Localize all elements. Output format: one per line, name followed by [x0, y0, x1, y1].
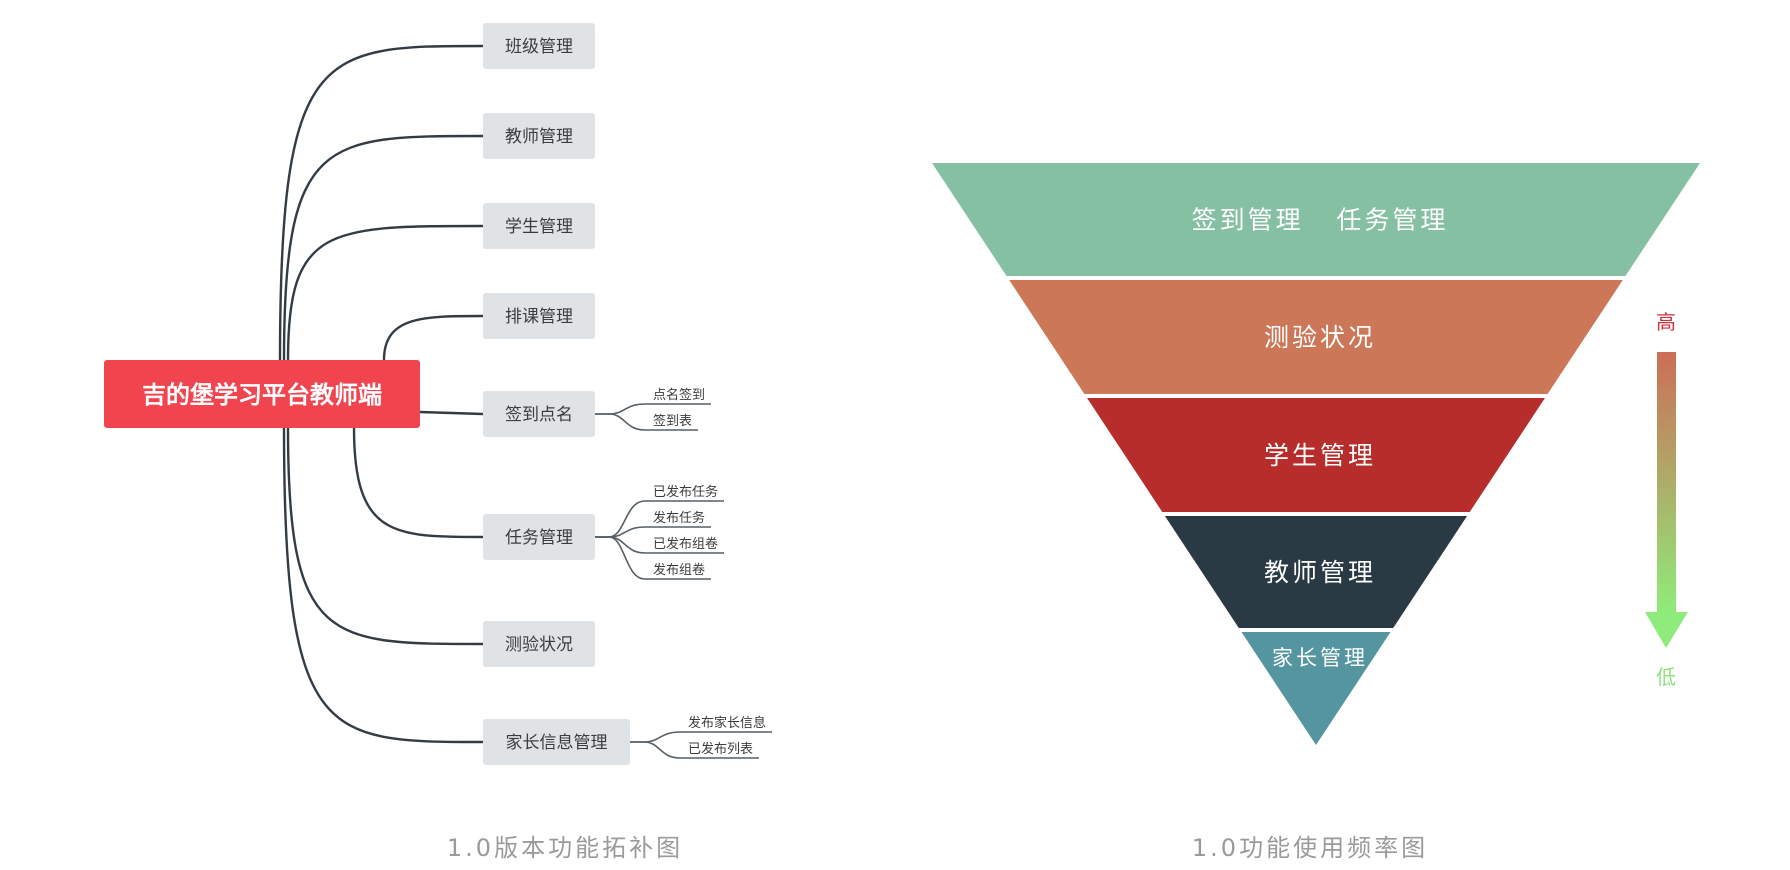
topology-caption: 1.0版本功能拓补图 — [447, 834, 683, 862]
scale-arrow-shaft — [1657, 352, 1676, 614]
module-node: 排课管理 — [483, 293, 595, 339]
leaf-connectors — [595, 403, 772, 759]
leaf-label: 已发布任务 — [653, 484, 718, 500]
leaf-line — [595, 403, 711, 415]
module-label: 测验状况 — [505, 635, 573, 655]
module-node: 签到点名 — [483, 391, 595, 437]
branch-line — [352, 427, 484, 539]
leaf-line — [595, 413, 698, 431]
root-label: 吉的堡学习平台教师端 — [142, 381, 382, 409]
leaf-label: 发布组卷 — [653, 562, 705, 578]
branch-line — [286, 427, 484, 646]
funnel-tier — [1087, 398, 1545, 512]
module-node: 教师管理 — [483, 113, 595, 159]
leaf-label: 发布任务 — [653, 510, 705, 526]
branch-connectors — [278, 44, 484, 744]
frequency-scale: 高 低 — [1645, 310, 1688, 689]
funnel-tier-label: 家长管理 — [1272, 646, 1368, 670]
scale-low-label: 低 — [1656, 665, 1676, 689]
funnel-tier-label: 测验状况 — [1264, 323, 1376, 352]
leaf-line — [630, 731, 772, 743]
module-label: 学生管理 — [505, 217, 573, 237]
funnel-tier — [1009, 280, 1623, 394]
module-node: 班级管理 — [483, 23, 595, 69]
leaf-label: 签到表 — [653, 413, 692, 429]
leaf-line — [595, 536, 711, 580]
branch-line — [278, 44, 484, 361]
module-label: 教师管理 — [505, 127, 573, 147]
module-label: 家长信息管理 — [506, 733, 608, 753]
branch-line — [286, 224, 484, 361]
module-node: 任务管理 — [483, 514, 595, 560]
leaf-label: 已发布组卷 — [653, 536, 718, 552]
funnel-tier — [1241, 632, 1391, 745]
frequency-caption: 1.0功能使用频率图 — [1192, 834, 1428, 862]
scale-arrow-head — [1645, 612, 1688, 648]
leaf-label: 发布家长信息 — [688, 715, 766, 731]
funnel-tier — [1164, 516, 1468, 628]
funnel-tier — [932, 163, 1700, 276]
leaf-line — [595, 526, 711, 538]
branch-line — [382, 314, 484, 361]
scale-high-label: 高 — [1656, 310, 1676, 334]
funnel-tier-label: 签到管理 任务管理 — [1192, 206, 1449, 235]
funnel-tier-label: 教师管理 — [1264, 558, 1376, 587]
branch-line — [282, 427, 484, 744]
leaf-label: 点名签到 — [653, 387, 705, 403]
module-node: 测验状况 — [483, 621, 595, 667]
module-node: 家长信息管理 — [483, 719, 630, 765]
module-label: 班级管理 — [505, 37, 573, 57]
module-label: 任务管理 — [505, 528, 573, 548]
leaf-label: 已发布列表 — [688, 741, 753, 757]
module-label: 签到点名 — [505, 405, 573, 425]
branch-line — [282, 134, 484, 361]
funnel-tier-label: 学生管理 — [1264, 441, 1376, 470]
root-node: 吉的堡学习平台教师端 — [104, 360, 420, 428]
module-node: 学生管理 — [483, 203, 595, 249]
branch-line — [419, 410, 484, 416]
module-label: 排课管理 — [505, 307, 573, 327]
leaf-line — [630, 741, 759, 759]
